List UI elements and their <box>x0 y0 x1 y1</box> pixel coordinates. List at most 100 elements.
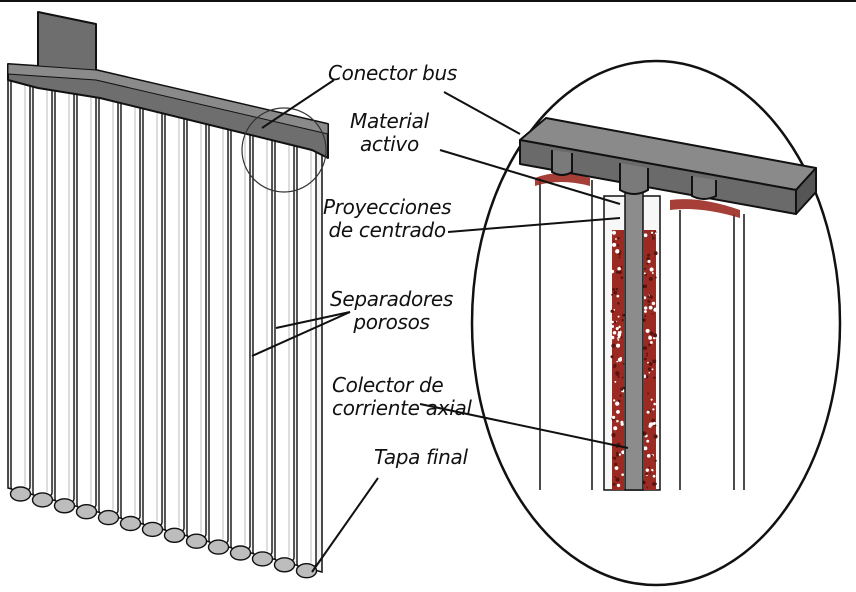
material-speck <box>648 305 653 310</box>
tubular-plate <box>7 11 329 579</box>
material-speck <box>653 434 658 439</box>
tube <box>120 98 141 521</box>
active-material-right <box>644 230 656 490</box>
material-speck <box>611 343 616 348</box>
end-cap <box>53 498 76 514</box>
material-speck <box>646 439 650 443</box>
material-speck <box>648 466 651 469</box>
material-speck <box>648 371 651 374</box>
material-speck <box>618 256 621 259</box>
material-speck <box>617 236 620 240</box>
label-separators-line2: porosos <box>353 310 430 334</box>
material-speck <box>612 330 617 335</box>
material-speck <box>616 410 620 414</box>
material-speck <box>611 242 617 247</box>
material-speck <box>622 362 625 365</box>
tube <box>274 130 295 562</box>
material-speck <box>654 424 657 427</box>
material-speck <box>644 273 647 277</box>
material-speck <box>614 380 617 383</box>
tube <box>32 79 53 497</box>
material-speck <box>616 360 619 363</box>
tube <box>10 75 31 491</box>
material-speck <box>616 294 620 298</box>
material-speck <box>616 483 621 488</box>
material-speck <box>643 446 648 451</box>
material-speck <box>614 476 617 478</box>
label-centering-line1: Proyecciones <box>323 195 452 219</box>
material-speck <box>610 309 614 313</box>
material-speck <box>612 456 614 459</box>
material-speck <box>621 450 625 455</box>
material-speck <box>610 269 615 274</box>
material-speck <box>646 257 650 261</box>
material-speck <box>653 251 658 256</box>
material-speck <box>646 454 651 458</box>
material-speck <box>615 453 620 457</box>
material-speck <box>622 313 625 317</box>
material-speck <box>648 362 653 366</box>
material-speck <box>650 454 653 457</box>
material-speck <box>615 249 620 254</box>
material-speck <box>620 387 624 391</box>
material-speck <box>615 451 619 455</box>
material-speck <box>651 418 656 423</box>
material-speck <box>621 473 624 477</box>
material-speck <box>647 259 651 264</box>
material-speck <box>651 313 654 315</box>
end-cap <box>207 539 230 555</box>
material-speck <box>651 469 654 472</box>
material-speck <box>653 307 658 312</box>
material-speck <box>615 287 619 291</box>
end-cap <box>141 521 164 538</box>
leader-lines <box>251 79 629 573</box>
tube <box>208 116 229 544</box>
material-speck <box>613 290 618 295</box>
material-speck <box>651 272 654 274</box>
tube <box>54 84 75 503</box>
label-centering-projections: Proyecciones de centrado <box>323 195 452 242</box>
material-speck <box>611 433 616 438</box>
tube <box>230 121 251 550</box>
material-speck <box>611 415 616 419</box>
material-speck <box>649 331 654 336</box>
material-speck <box>615 401 620 406</box>
end-cap <box>9 486 32 502</box>
tube <box>142 102 163 527</box>
material-speck <box>650 295 653 299</box>
end-cap <box>251 551 274 567</box>
material-speck <box>650 231 654 234</box>
material-speck <box>651 368 654 371</box>
material-speck <box>643 346 648 350</box>
material-speck <box>647 299 651 303</box>
material-speck <box>643 272 646 275</box>
material-speck <box>617 376 620 379</box>
material-speck <box>617 330 622 335</box>
material-speck <box>610 335 615 340</box>
material-speck <box>648 343 651 347</box>
active-material-texture <box>610 230 658 489</box>
material-speck <box>643 284 648 289</box>
material-speck <box>645 472 649 476</box>
tube <box>164 107 185 533</box>
end-cap <box>185 533 208 549</box>
magnifier-circle <box>241 107 327 193</box>
material-speck <box>617 315 620 318</box>
material-speck <box>654 459 657 462</box>
detail-enlargement <box>470 59 842 587</box>
material-speck <box>616 244 620 247</box>
material-speck <box>614 321 617 324</box>
tube <box>98 93 119 515</box>
material-speck <box>653 333 658 338</box>
tube <box>76 89 97 509</box>
tube <box>186 112 207 538</box>
material-speck <box>643 233 648 238</box>
material-speck <box>652 474 656 478</box>
label-active-material: Material activo <box>350 110 429 156</box>
label-end-cap: Tapa final <box>374 446 468 469</box>
material-speck <box>647 295 650 298</box>
material-speck <box>652 236 655 240</box>
material-speck <box>616 337 619 339</box>
label-active-material-line1: Material <box>350 109 429 133</box>
